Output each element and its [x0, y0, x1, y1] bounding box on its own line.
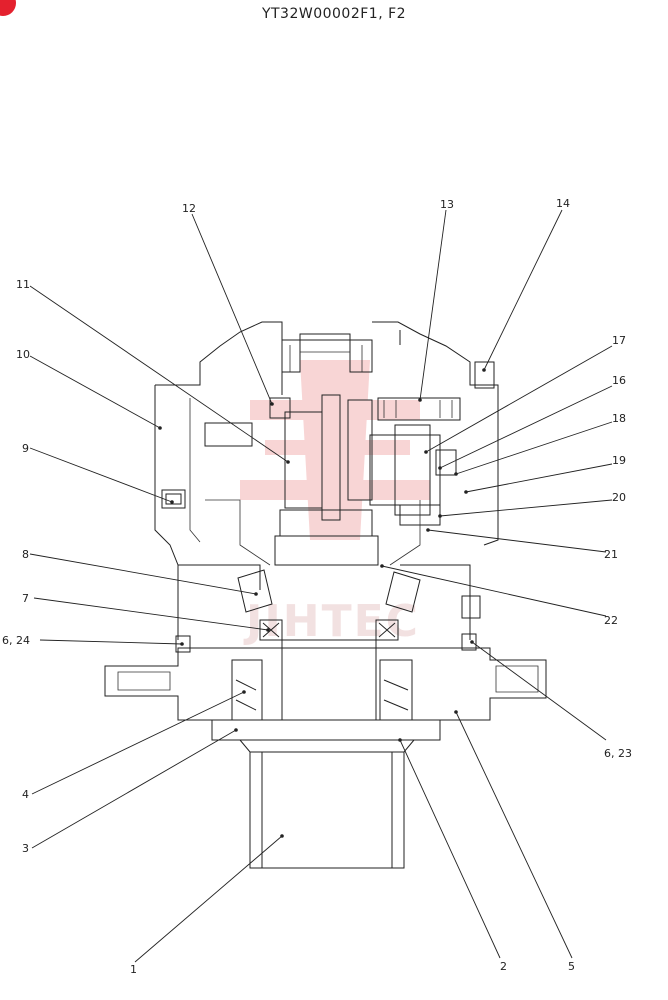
callout-20: 20 [612, 491, 626, 504]
callout-8: 8 [22, 548, 29, 561]
callout-9: 9 [22, 442, 29, 455]
callout-14: 14 [556, 197, 570, 210]
callout-2: 2 [500, 960, 507, 973]
callout-22: 22 [604, 614, 618, 627]
leader-lines [29, 209, 613, 963]
callout-17: 17 [612, 334, 626, 347]
callout-labels: 1 2 3 4 5 6, 23 6, 24 7 8 9 10 11 12 13 … [2, 197, 632, 976]
watermark-text: JIHTEC [243, 596, 420, 647]
callout-6-24: 6, 24 [2, 634, 30, 647]
assembly-outline [104, 321, 547, 869]
brand-dot [0, 0, 16, 16]
drawing-title: YT32W00002F1, F2 [261, 6, 407, 22]
watermark: JIHTEC [240, 360, 430, 647]
callout-1: 1 [130, 963, 137, 976]
callout-13: 13 [440, 198, 454, 211]
callout-16: 16 [612, 374, 626, 387]
callout-6-23: 6, 23 [604, 747, 632, 760]
callout-18: 18 [612, 412, 626, 425]
callout-5: 5 [568, 960, 575, 973]
callout-10: 10 [16, 348, 30, 361]
callout-19: 19 [612, 454, 626, 467]
callout-4: 4 [22, 788, 29, 801]
callout-7: 7 [22, 592, 29, 605]
callout-3: 3 [22, 842, 29, 855]
callout-11: 11 [16, 278, 30, 291]
callout-21: 21 [604, 548, 618, 561]
callout-12: 12 [182, 202, 196, 215]
